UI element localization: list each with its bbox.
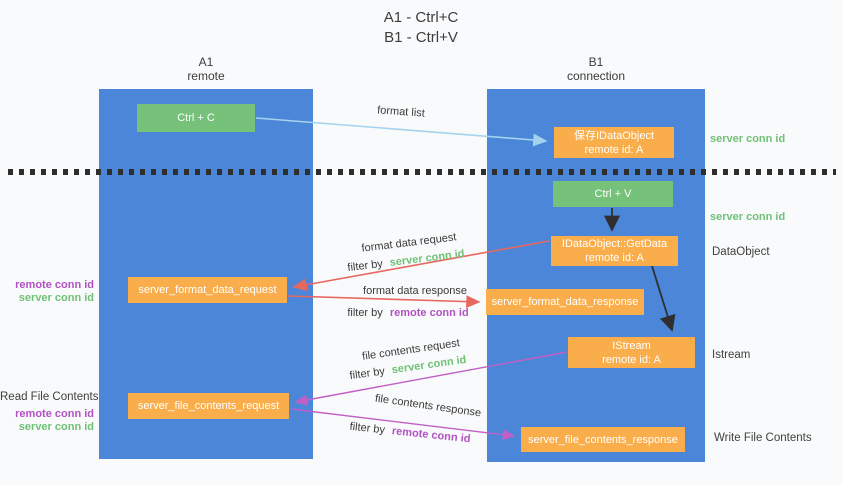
server-format-data-request-box: server_format_data_request (128, 277, 287, 303)
ctrl-v-box: Ctrl + V (553, 181, 673, 207)
left-remote-conn-id-label-1: remote conn id (15, 279, 94, 291)
lane-header-b1: B1 connection (487, 55, 705, 83)
ctrl-c-label: Ctrl + C (177, 112, 215, 124)
save-dataobject-line2: remote id: A (584, 143, 644, 156)
right-server-conn-id-label-2: server conn id (710, 211, 786, 223)
lane-b1-name: B1 (588, 55, 604, 69)
dataobject-label: DataObject (712, 246, 770, 258)
ctrl-c-box: Ctrl + C (137, 104, 255, 132)
server-file-contents-response-box: server_file_contents_response (521, 427, 685, 452)
lane-a1-subtitle: remote (187, 69, 225, 83)
getdata-line2: remote id: A (585, 252, 644, 264)
read-file-contents-label: Read File Contents (0, 391, 99, 403)
format-data-request-arrow (292, 240, 550, 292)
istream-box: IStream remote id: A (568, 337, 695, 368)
format-data-response-arrow (287, 295, 481, 308)
remote-conn-id-text: remote conn id (389, 307, 469, 319)
istream-line2: remote id: A (602, 353, 661, 366)
file-contents-response-arrow (290, 408, 516, 441)
server-file-contents-request-box: server_file_contents_request (128, 393, 289, 419)
diagram-title: A1 - Ctrl+C B1 - Ctrl+V (0, 8, 842, 48)
istream-line1: IStream (612, 339, 651, 352)
write-file-contents-label: Write File Contents (714, 432, 812, 444)
istream-side-label: Istream (712, 349, 751, 361)
file-contents-request-arrow (294, 351, 568, 406)
getdata-to-istream-arrow (651, 265, 676, 332)
left-server-conn-id-label-1: server conn id (18, 292, 94, 304)
ctrl-v-label: Ctrl + V (594, 188, 632, 200)
lane-a1-name: A1 (198, 55, 214, 69)
format-list-arrow (255, 117, 548, 147)
save-dataobject-box: 保存IDataObject remote id: A (554, 127, 674, 158)
left-server-conn-id-label-2: server conn id (18, 421, 94, 433)
filter-by-text: filter by (347, 307, 383, 319)
filter-by-remote-conn-id-label-1: filter by remote conn id (347, 307, 468, 319)
left-remote-conn-id-label-2: remote conn id (15, 408, 94, 420)
session-divider-dotted-line (8, 169, 836, 175)
format-data-response-label: format data response (363, 285, 467, 297)
server-file-contents-response-label: server_file_contents_response (528, 433, 678, 446)
lane-header-a1: A1 remote (99, 55, 313, 83)
getdata-line1: IDataObject::GetData (561, 238, 668, 250)
server-format-data-response-label: server_format_data_response (491, 296, 639, 308)
server-file-contents-request-label: server_file_contents_request (137, 400, 280, 412)
server-format-data-response-box: server_format_data_response (486, 289, 644, 315)
save-dataobject-line1: 保存IDataObject (573, 129, 655, 142)
format-data-response-text: format data response (363, 285, 467, 297)
lane-b1-subtitle: connection (566, 69, 626, 83)
getdata-box: IDataObject::GetData remote id: A (551, 236, 678, 266)
title-line-1: A1 - Ctrl+C (383, 9, 459, 26)
server-format-data-request-label: server_format_data_request (138, 284, 277, 296)
right-server-conn-id-label-1: server conn id (710, 133, 786, 145)
title-line-2: B1 - Ctrl+V (384, 29, 458, 46)
